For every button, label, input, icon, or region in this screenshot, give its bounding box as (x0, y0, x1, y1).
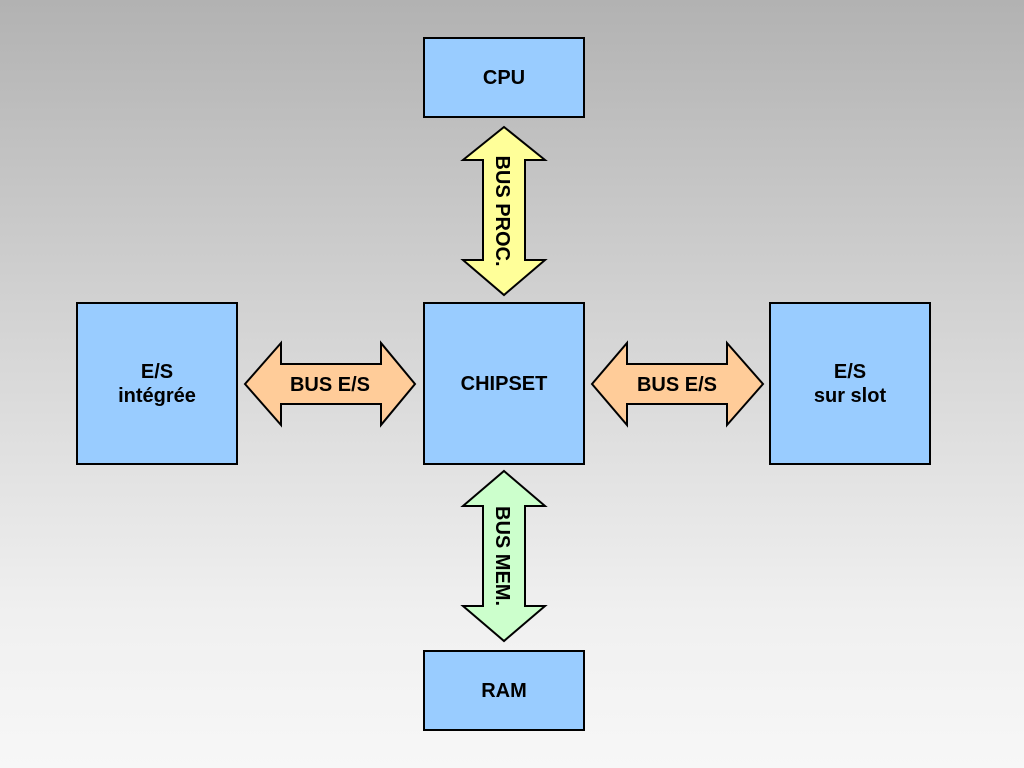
cpu-box: CPU (423, 37, 585, 118)
chipset-box: CHIPSET (423, 302, 585, 465)
ram-box: RAM (423, 650, 585, 731)
cpu-label: CPU (482, 66, 526, 89)
bus-es-right-arrow (590, 340, 765, 428)
bus-es-left-arrow (243, 340, 417, 428)
bus-mem-label: BUS MEM. (491, 506, 513, 606)
es-integree-box: E/S intégrée (76, 302, 238, 465)
es-sur-slot-line2: sur slot (813, 384, 887, 407)
ram-label: RAM (481, 679, 527, 702)
bus-mem-arrow (460, 469, 548, 643)
bus-proc-label: BUS PROC. (491, 155, 513, 266)
bus-es-left-label: BUS E/S (290, 374, 370, 396)
bus-proc-arrow (460, 125, 548, 297)
chipset-label: CHIPSET (460, 372, 548, 395)
es-sur-slot-line1: E/S (833, 360, 867, 383)
es-integree-line1: E/S (140, 360, 174, 383)
es-sur-slot-box: E/S sur slot (769, 302, 931, 465)
bus-es-right-label: BUS E/S (637, 374, 717, 396)
es-integree-line2: intégrée (118, 384, 196, 407)
